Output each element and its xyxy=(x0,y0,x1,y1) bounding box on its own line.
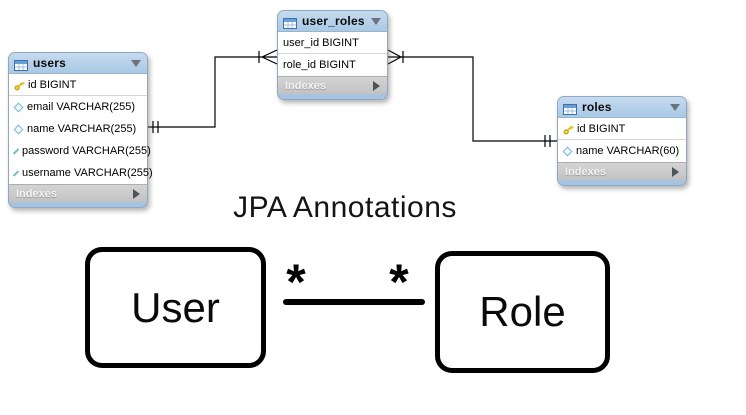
one-tick-users xyxy=(152,121,159,133)
indexes-bar[interactable]: Indexes xyxy=(558,162,686,180)
primary-key-icon xyxy=(562,123,574,135)
column-diamond-icon xyxy=(562,146,573,156)
entity-box-role: Role xyxy=(435,251,610,373)
table-roles-header: roles xyxy=(558,97,686,117)
many-to-many-line xyxy=(283,299,425,305)
one-tick-roles xyxy=(544,135,551,147)
table-title: user_roles xyxy=(302,14,365,28)
table-icon xyxy=(283,16,297,29)
column-definition: id BIGINT xyxy=(28,78,77,91)
connector-userroles-roles xyxy=(401,56,557,142)
indexes-label: Indexes xyxy=(16,187,57,200)
connector-users-userroles xyxy=(148,56,262,128)
chevron-right-icon[interactable] xyxy=(373,80,380,91)
indexes-bar[interactable]: Indexes xyxy=(278,76,387,94)
column-definition: password VARCHAR(255) xyxy=(22,145,151,157)
indexes-label: Indexes xyxy=(565,165,606,178)
column-definition: id BIGINT xyxy=(577,122,626,135)
table-users: users id BIGINT email VARCHAR(255) name … xyxy=(8,52,153,208)
entity-box-user: User xyxy=(85,247,266,368)
table-icon xyxy=(563,102,577,115)
chevron-down-icon[interactable] xyxy=(371,17,381,25)
table-users-columns: id BIGINT email VARCHAR(255) name VARCHA… xyxy=(9,73,153,184)
column-row: id BIGINT xyxy=(9,74,147,96)
column-definition: role_id BIGINT xyxy=(283,59,356,71)
column-definition: name VARCHAR(60) xyxy=(576,145,680,157)
column-definition: name VARCHAR(255) xyxy=(27,123,137,135)
indexes-label: Indexes xyxy=(285,79,326,92)
table-roles: roles id BIGINT name VARCHAR(60) Indexes xyxy=(557,96,687,186)
column-definition: email VARCHAR(255) xyxy=(27,101,135,113)
multiplicity-left: * xyxy=(286,254,306,310)
column-diamond-icon xyxy=(12,147,20,155)
table-user-roles: user_roles user_id BIGINT role_id BIGINT… xyxy=(277,10,388,100)
column-row: email VARCHAR(255) xyxy=(9,96,147,118)
chevron-right-icon[interactable] xyxy=(672,166,679,177)
column-diamond-icon xyxy=(12,169,20,177)
table-user-roles-header: user_roles xyxy=(278,11,387,31)
column-row: id BIGINT xyxy=(558,118,686,140)
multiplicity-right: * xyxy=(389,254,409,310)
column-definition: username VARCHAR(255) xyxy=(22,167,153,179)
table-title: roles xyxy=(582,100,612,114)
table-users-header: users xyxy=(9,53,147,73)
column-row: username VARCHAR(255) xyxy=(9,162,153,184)
entity-label: Role xyxy=(479,288,566,335)
chevron-down-icon[interactable] xyxy=(131,59,141,67)
column-row: name VARCHAR(255) xyxy=(9,118,147,140)
crowfoot-userroles-left xyxy=(261,49,278,65)
crowfoot-userroles-right xyxy=(387,49,402,65)
table-title: users xyxy=(33,56,67,70)
column-row: name VARCHAR(60) xyxy=(558,140,686,162)
column-definition: user_id BIGINT xyxy=(283,36,359,49)
indexes-bar[interactable]: Indexes xyxy=(9,184,147,202)
table-roles-columns: id BIGINT name VARCHAR(60) xyxy=(558,117,686,162)
primary-key-icon xyxy=(13,79,25,91)
table-user-roles-columns: user_id BIGINT role_id BIGINT xyxy=(278,31,387,76)
jpa-section-title: JPA Annotations xyxy=(233,191,457,224)
column-row: user_id BIGINT xyxy=(278,32,387,54)
column-row: role_id BIGINT xyxy=(278,54,387,76)
column-diamond-icon xyxy=(13,124,24,134)
chevron-right-icon[interactable] xyxy=(133,188,140,199)
column-row: password VARCHAR(255) xyxy=(9,140,151,162)
entity-label: User xyxy=(131,283,220,331)
chevron-down-icon[interactable] xyxy=(670,103,680,111)
column-diamond-icon xyxy=(13,102,24,112)
table-icon xyxy=(14,58,28,71)
